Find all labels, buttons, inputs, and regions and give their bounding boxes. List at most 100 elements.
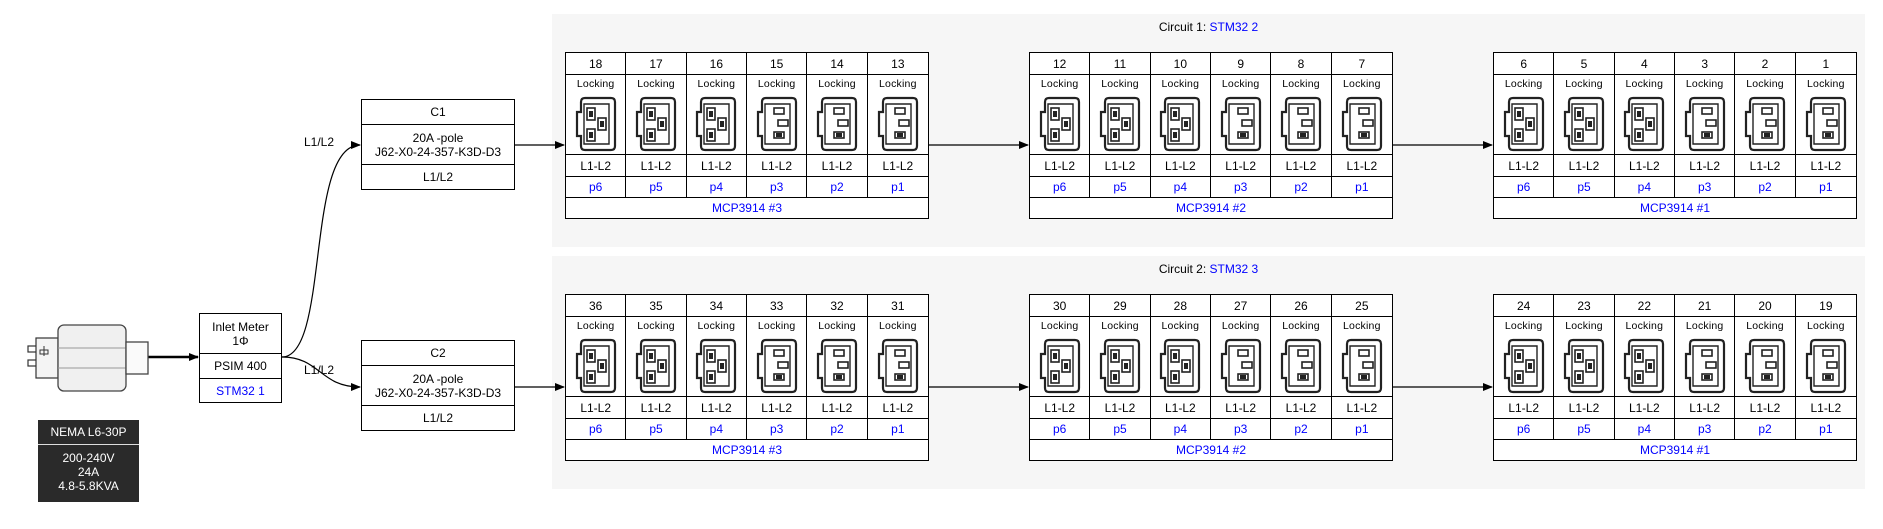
bank-chip-link[interactable]: MCP3914 #3 <box>711 201 783 215</box>
outlet-port-link[interactable]: p1 <box>867 419 928 440</box>
outlet-port-link[interactable]: p3 <box>1210 177 1272 198</box>
outlet-port-link[interactable]: p4 <box>1150 177 1211 198</box>
outlet-port-link[interactable]: p1 <box>1331 419 1392 440</box>
outlet-port-link[interactable]: p6 <box>1030 177 1091 198</box>
c13-outlet-icon[interactable] <box>1735 335 1796 397</box>
outlet-number[interactable]: 22 <box>1614 295 1675 317</box>
outlet-number[interactable]: 34 <box>686 295 747 317</box>
outlet-port-link[interactable]: p2 <box>807 419 868 440</box>
outlet-number[interactable]: 33 <box>746 295 808 317</box>
outlet-number[interactable]: 6 <box>1494 53 1555 75</box>
outlet-port-link[interactable]: p6 <box>1030 419 1091 440</box>
c19-outlet-icon[interactable] <box>626 335 687 397</box>
outlet-number[interactable]: 4 <box>1614 53 1675 75</box>
outlet-number[interactable]: 12 <box>1030 53 1091 75</box>
outlet-port-link[interactable]: p4 <box>1614 177 1675 198</box>
outlet-port-link[interactable]: p5 <box>626 419 687 440</box>
c19-outlet-icon[interactable] <box>626 93 687 155</box>
outlet-number[interactable]: 21 <box>1674 295 1736 317</box>
outlet-port-link[interactable]: p1 <box>1331 177 1392 198</box>
bank-chip-link[interactable]: MCP3914 #1 <box>1639 201 1711 215</box>
outlet-port-link[interactable]: p3 <box>746 177 808 198</box>
outlet-number[interactable]: 3 <box>1674 53 1736 75</box>
outlet-number[interactable]: 29 <box>1090 295 1151 317</box>
outlet-port-link[interactable]: p6 <box>1494 419 1555 440</box>
outlet-port-link[interactable]: p4 <box>686 419 747 440</box>
bank-chip-link[interactable]: MCP3914 #1 <box>1639 443 1711 457</box>
inlet-meter-node[interactable]: Inlet Meter 1Φ PSIM 400 STM32 1 <box>199 313 282 403</box>
outlet-number[interactable]: 25 <box>1331 295 1392 317</box>
c13-outlet-icon[interactable] <box>867 335 928 397</box>
c19-outlet-icon[interactable] <box>1554 93 1615 155</box>
c19-outlet-icon[interactable] <box>1494 93 1555 155</box>
outlet-number[interactable]: 27 <box>1210 295 1272 317</box>
outlet-number[interactable]: 14 <box>807 53 868 75</box>
outlet-port-link[interactable]: p2 <box>1735 177 1796 198</box>
outlet-port-link[interactable]: p5 <box>1554 419 1615 440</box>
c13-outlet-icon[interactable] <box>1674 93 1736 155</box>
outlet-number[interactable]: 7 <box>1331 53 1392 75</box>
c13-outlet-icon[interactable] <box>807 93 868 155</box>
outlet-port-link[interactable]: p5 <box>1090 177 1151 198</box>
c19-outlet-icon[interactable] <box>1614 93 1675 155</box>
c19-outlet-icon[interactable] <box>1030 93 1091 155</box>
outlet-number[interactable]: 1 <box>1795 53 1856 75</box>
c13-outlet-icon[interactable] <box>1331 93 1392 155</box>
outlet-port-link[interactable]: p1 <box>867 177 928 198</box>
c13-outlet-icon[interactable] <box>867 93 928 155</box>
outlet-number[interactable]: 19 <box>1795 295 1856 317</box>
outlet-port-link[interactable]: p3 <box>1210 419 1272 440</box>
outlet-port-link[interactable]: p3 <box>1674 419 1736 440</box>
c19-outlet-icon[interactable] <box>1090 335 1151 397</box>
bank-chip-link[interactable]: MCP3914 #2 <box>1175 201 1247 215</box>
c13-outlet-icon[interactable] <box>1210 335 1272 397</box>
outlet-port-link[interactable]: p5 <box>1090 419 1151 440</box>
outlet-number[interactable]: 32 <box>807 295 868 317</box>
breaker-c1-node[interactable]: C1 20A -pole J62-X0-24-357-K3D-D3 L1/L2 <box>361 99 515 190</box>
outlet-port-link[interactable]: p4 <box>1150 419 1211 440</box>
outlet-port-link[interactable]: p1 <box>1795 419 1856 440</box>
outlet-port-link[interactable]: p6 <box>566 419 627 440</box>
outlet-number[interactable]: 17 <box>626 53 687 75</box>
c13-outlet-icon[interactable] <box>1210 93 1272 155</box>
circuit-2-controller[interactable]: STM32 3 <box>1209 262 1259 276</box>
outlet-port-link[interactable]: p6 <box>1494 177 1555 198</box>
outlet-number[interactable]: 5 <box>1554 53 1615 75</box>
outlet-number[interactable]: 26 <box>1271 295 1332 317</box>
outlet-port-link[interactable]: p5 <box>1554 177 1615 198</box>
c13-outlet-icon[interactable] <box>1735 93 1796 155</box>
circuit-1-controller[interactable]: STM32 2 <box>1209 20 1259 34</box>
outlet-port-link[interactable]: p2 <box>807 177 868 198</box>
outlet-number[interactable]: 9 <box>1210 53 1272 75</box>
outlet-number[interactable]: 10 <box>1150 53 1211 75</box>
c19-outlet-icon[interactable] <box>566 335 627 397</box>
outlet-port-link[interactable]: p6 <box>566 177 627 198</box>
outlet-number[interactable]: 30 <box>1030 295 1091 317</box>
breaker-c2-node[interactable]: C2 20A -pole J62-X0-24-357-K3D-D3 L1/L2 <box>361 340 515 431</box>
c19-outlet-icon[interactable] <box>566 93 627 155</box>
c13-outlet-icon[interactable] <box>746 93 808 155</box>
outlet-number[interactable]: 2 <box>1735 53 1796 75</box>
c13-outlet-icon[interactable] <box>1674 335 1736 397</box>
outlet-number[interactable]: 18 <box>566 53 627 75</box>
outlet-port-link[interactable]: p2 <box>1271 419 1332 440</box>
c13-outlet-icon[interactable] <box>1795 335 1856 397</box>
c19-outlet-icon[interactable] <box>1030 335 1091 397</box>
outlet-number[interactable]: 13 <box>867 53 928 75</box>
outlet-port-link[interactable]: p4 <box>1614 419 1675 440</box>
c13-outlet-icon[interactable] <box>1271 93 1332 155</box>
outlet-number[interactable]: 24 <box>1494 295 1555 317</box>
c19-outlet-icon[interactable] <box>1150 93 1211 155</box>
c19-outlet-icon[interactable] <box>1614 335 1675 397</box>
c13-outlet-icon[interactable] <box>807 335 868 397</box>
c19-outlet-icon[interactable] <box>1494 335 1555 397</box>
outlet-number[interactable]: 20 <box>1735 295 1796 317</box>
outlet-number[interactable]: 31 <box>867 295 928 317</box>
outlet-port-link[interactable]: p2 <box>1271 177 1332 198</box>
c19-outlet-icon[interactable] <box>686 93 747 155</box>
outlet-port-link[interactable]: p1 <box>1795 177 1856 198</box>
outlet-port-link[interactable]: p4 <box>686 177 747 198</box>
outlet-port-link[interactable]: p3 <box>746 419 808 440</box>
outlet-number[interactable]: 11 <box>1090 53 1151 75</box>
bank-chip-link[interactable]: MCP3914 #2 <box>1175 443 1247 457</box>
